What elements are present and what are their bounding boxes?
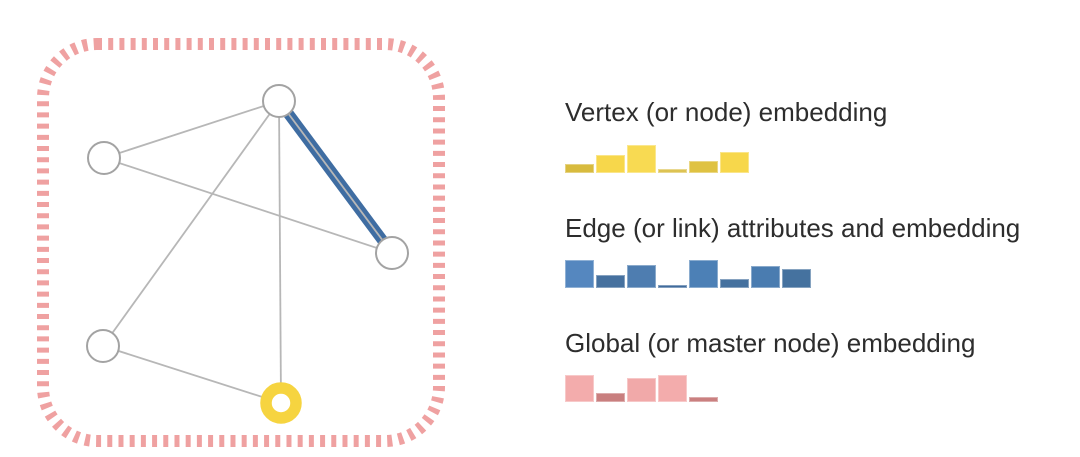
embedding-bar [751, 266, 780, 288]
edge-embedding-label: Edge (or link) attributes and embedding [565, 213, 1021, 243]
highlighted-global-node[interactable] [260, 382, 302, 424]
embedding-bar [565, 260, 594, 288]
graph-boundary-dashed-border [37, 38, 445, 447]
embedding-bar [658, 285, 687, 288]
vertex-embedding-bars [565, 145, 749, 173]
embedding-bar [565, 375, 594, 402]
graph-edge[interactable] [278, 100, 282, 404]
embedding-bar [627, 265, 656, 288]
embedding-bar [627, 378, 656, 402]
embedding-bar [689, 260, 718, 288]
graph-edge[interactable] [103, 100, 280, 159]
global-embedding-label: Global (or master node) embedding [565, 328, 976, 358]
vertex-embedding-label: Vertex (or node) embedding [565, 97, 888, 127]
embedding-bar [720, 279, 749, 288]
embedding-bar [720, 152, 749, 173]
graph-node[interactable] [87, 141, 121, 175]
global-embedding-bars [565, 375, 718, 402]
graph-edge[interactable] [103, 157, 393, 254]
graph-edge[interactable] [102, 100, 280, 347]
embedding-bar [658, 169, 687, 173]
embedding-bar [627, 145, 656, 173]
embedding-bar [565, 164, 594, 173]
embedding-bar [596, 393, 625, 402]
graph-node[interactable] [262, 84, 296, 118]
embedding-bar [596, 155, 625, 173]
graph-node[interactable] [86, 329, 120, 363]
embedding-bar [782, 269, 811, 288]
embedding-bar [658, 375, 687, 402]
graph-node[interactable] [375, 236, 409, 270]
edge-embedding-bars [565, 260, 811, 288]
graph-edge[interactable] [102, 345, 282, 404]
graph-edge[interactable] [278, 100, 393, 254]
embedding-bar [689, 161, 718, 173]
embedding-bar [689, 397, 718, 402]
legend-panel: Vertex (or node) embedding Edge (or link… [565, 0, 1080, 457]
embedding-bar [596, 275, 625, 288]
graph-panel [37, 38, 445, 447]
